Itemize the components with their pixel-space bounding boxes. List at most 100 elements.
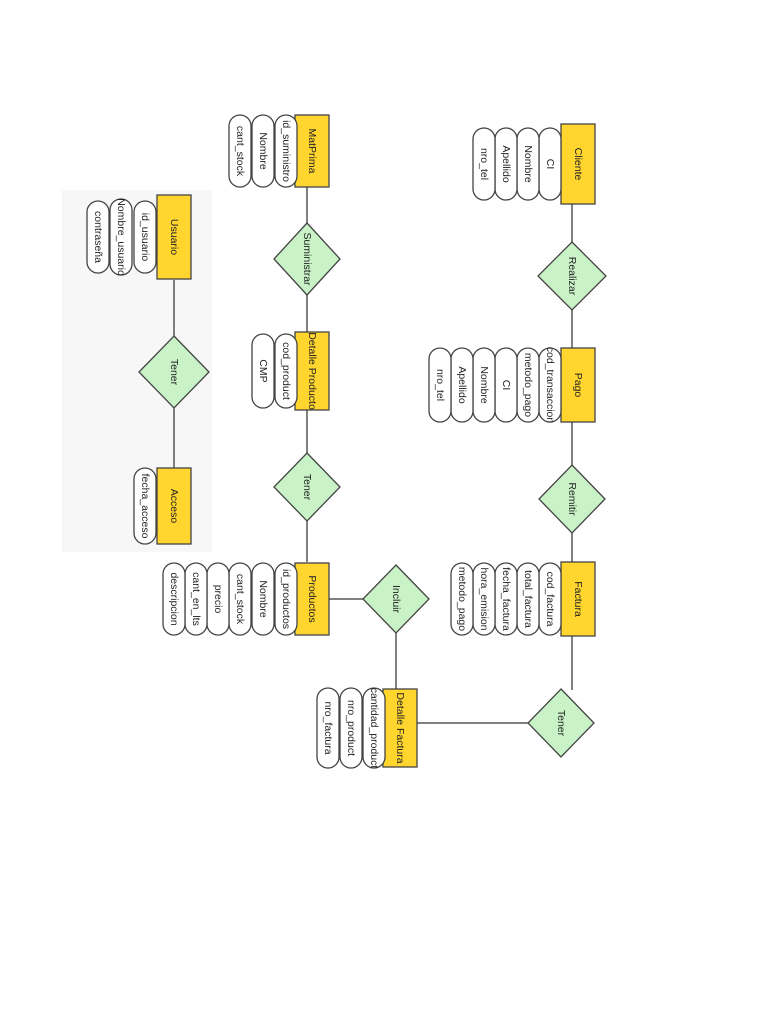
svg-text:metodo_pago: metodo_pago — [522, 353, 534, 417]
attribute-factura-hora-emision: hora_emision — [472, 562, 496, 636]
relationship-tener-detalle-productos[interactable]: Tener — [273, 452, 341, 522]
attribute-usuario-contrasena: contraseña — [86, 200, 110, 274]
svg-text:Nombre: Nombre — [257, 580, 269, 618]
svg-text:Tener: Tener — [301, 474, 313, 501]
entity-matprima[interactable]: MatPrima — [294, 114, 330, 188]
attribute-cliente-nombre: Nombre — [516, 127, 540, 201]
svg-text:Incluir: Incluir — [390, 585, 402, 614]
attribute-detallefactura-nro-factura: nro_factura — [316, 687, 340, 769]
svg-text:id_productos: id_productos — [280, 569, 292, 629]
attribute-pago-ci: CI — [494, 347, 518, 423]
relationship-suministrar[interactable]: Suministrar — [273, 222, 341, 296]
svg-text:cod_factura: cod_factura — [544, 572, 556, 627]
attribute-matprima-nombre: Nombre — [251, 114, 275, 188]
entity-acceso[interactable]: Acceso — [156, 467, 192, 545]
svg-text:Factura: Factura — [572, 581, 584, 617]
svg-text:id_usuario: id_usuario — [139, 213, 151, 262]
svg-text:cod_product: cod_product — [280, 342, 292, 400]
svg-text:CMP: CMP — [257, 359, 269, 382]
attribute-cliente-apellido: Apellido — [494, 127, 518, 201]
attribute-productos-nombre: Nombre — [251, 562, 275, 636]
svg-text:Tener: Tener — [555, 710, 567, 737]
svg-text:Detalle Producto: Detalle Producto — [306, 332, 318, 410]
svg-text:Nombre: Nombre — [522, 145, 534, 183]
svg-text:Cliente: Cliente — [572, 148, 584, 181]
connectors — [173, 187, 573, 724]
attribute-pago-apellido: Apellido — [450, 347, 474, 423]
svg-text:Nombre: Nombre — [257, 132, 269, 170]
entity-factura[interactable]: Factura — [560, 561, 596, 637]
svg-text:Nombre: Nombre — [478, 366, 490, 404]
attribute-productos-cant-stock: cant_stock — [228, 562, 252, 636]
attribute-factura-metodo-pago: metodo_pago — [450, 562, 474, 636]
relationship-realizar[interactable]: Realizar — [537, 241, 607, 311]
attribute-productos-id-productos: id_productos — [274, 562, 298, 636]
svg-text:Suministrar: Suministrar — [301, 232, 313, 286]
svg-text:cantidad_product: cantidad_product — [368, 688, 380, 769]
relationship-tener-factura-detalle[interactable]: Tener — [527, 688, 595, 758]
svg-text:cant_en_lts: cant_en_lts — [190, 572, 202, 626]
svg-text:precio: precio — [212, 585, 224, 614]
attribute-detalleproducto-cod-product: cod_product — [274, 333, 298, 409]
attribute-acceso-fecha-acceso: fecha_acceso — [133, 467, 157, 545]
svg-text:metodo_pago: metodo_pago — [456, 567, 468, 631]
svg-text:contraseña: contraseña — [92, 211, 104, 263]
svg-text:nro_product: nro_product — [345, 700, 357, 756]
attribute-pago-metodo-pago: metodo_pago — [516, 347, 540, 423]
attribute-pago-nro-tel: nro_tel — [428, 347, 452, 423]
attribute-detalleproducto-cmp: CMP — [251, 333, 275, 409]
svg-text:MatPrima: MatPrima — [306, 129, 318, 174]
attribute-productos-descripcion: descripcion — [162, 562, 186, 636]
attribute-usuario-nombre-usuario: Nombre_usuario — [109, 198, 133, 276]
svg-text:Productos: Productos — [306, 575, 318, 622]
attribute-usuario-id-usuario: id_usuario — [133, 200, 157, 274]
svg-text:Remitir: Remitir — [566, 482, 578, 516]
attribute-detallefactura-nro-product: nro_product — [339, 687, 363, 769]
svg-text:total_factura: total_factura — [522, 570, 534, 628]
svg-text:id_suministro: id_suministro — [280, 120, 292, 182]
svg-text:descripcion: descripcion — [168, 572, 180, 625]
svg-text:Acceso: Acceso — [168, 489, 180, 524]
entity-pago[interactable]: Pago — [560, 347, 596, 423]
svg-text:fecha_factura: fecha_factura — [500, 567, 512, 631]
svg-text:nro_factura: nro_factura — [322, 701, 334, 754]
svg-text:cant_stock: cant_stock — [234, 574, 246, 625]
entity-detalle-factura[interactable]: Detalle Factura — [382, 688, 418, 768]
attribute-factura-fecha-factura: fecha_factura — [494, 562, 518, 636]
attribute-pago-cod-transaccion: cod_transaccion — [538, 347, 562, 424]
svg-text:cod_transaccion: cod_transaccion — [544, 347, 556, 424]
entity-productos[interactable]: Productos — [294, 562, 330, 636]
attribute-detallefactura-cantidad-product: cantidad_product — [362, 687, 386, 769]
relationship-incluir[interactable]: Incluir — [362, 564, 430, 634]
svg-text:hora_emision: hora_emision — [478, 567, 490, 630]
attribute-pago-nombre: Nombre — [472, 347, 496, 423]
svg-text:Apellido: Apellido — [500, 145, 512, 183]
entity-usuario[interactable]: Usuario — [156, 194, 192, 280]
attribute-cliente-nro-tel: nro_tel — [472, 127, 496, 201]
attribute-productos-precio: precio — [206, 562, 230, 636]
attribute-factura-cod-factura: cod_factura — [538, 562, 562, 636]
svg-text:Usuario: Usuario — [168, 219, 180, 255]
svg-text:CI: CI — [544, 159, 556, 170]
entity-detalle-producto[interactable]: Detalle Producto — [294, 331, 330, 411]
relationship-remitir[interactable]: Remitir — [538, 464, 606, 534]
entity-cliente[interactable]: Cliente — [560, 123, 596, 205]
svg-text:Realizar: Realizar — [566, 257, 578, 296]
attribute-matprima-cant-stock: cant_stock — [228, 114, 252, 188]
svg-text:fecha_acceso: fecha_acceso — [139, 474, 151, 539]
svg-text:CI: CI — [500, 380, 512, 391]
attribute-productos-cant-en-lts: cant_en_lts — [184, 562, 208, 636]
svg-text:cant_stock: cant_stock — [234, 126, 246, 177]
svg-text:Apellido: Apellido — [456, 366, 468, 404]
svg-text:Tener: Tener — [168, 359, 180, 386]
attribute-cliente-ci: CI — [538, 127, 562, 201]
attribute-factura-total-factura: total_factura — [516, 562, 540, 636]
relationship-tener-usuario-acceso[interactable]: Tener — [138, 335, 210, 409]
svg-text:Detalle Factura: Detalle Factura — [394, 692, 406, 763]
svg-text:nro_tel: nro_tel — [478, 148, 490, 180]
attribute-matprima-id-suministro: id_suministro — [274, 114, 298, 188]
svg-text:Pago: Pago — [572, 373, 584, 398]
svg-text:Nombre_usuario: Nombre_usuario — [115, 198, 127, 276]
svg-text:nro_tel: nro_tel — [434, 369, 446, 401]
